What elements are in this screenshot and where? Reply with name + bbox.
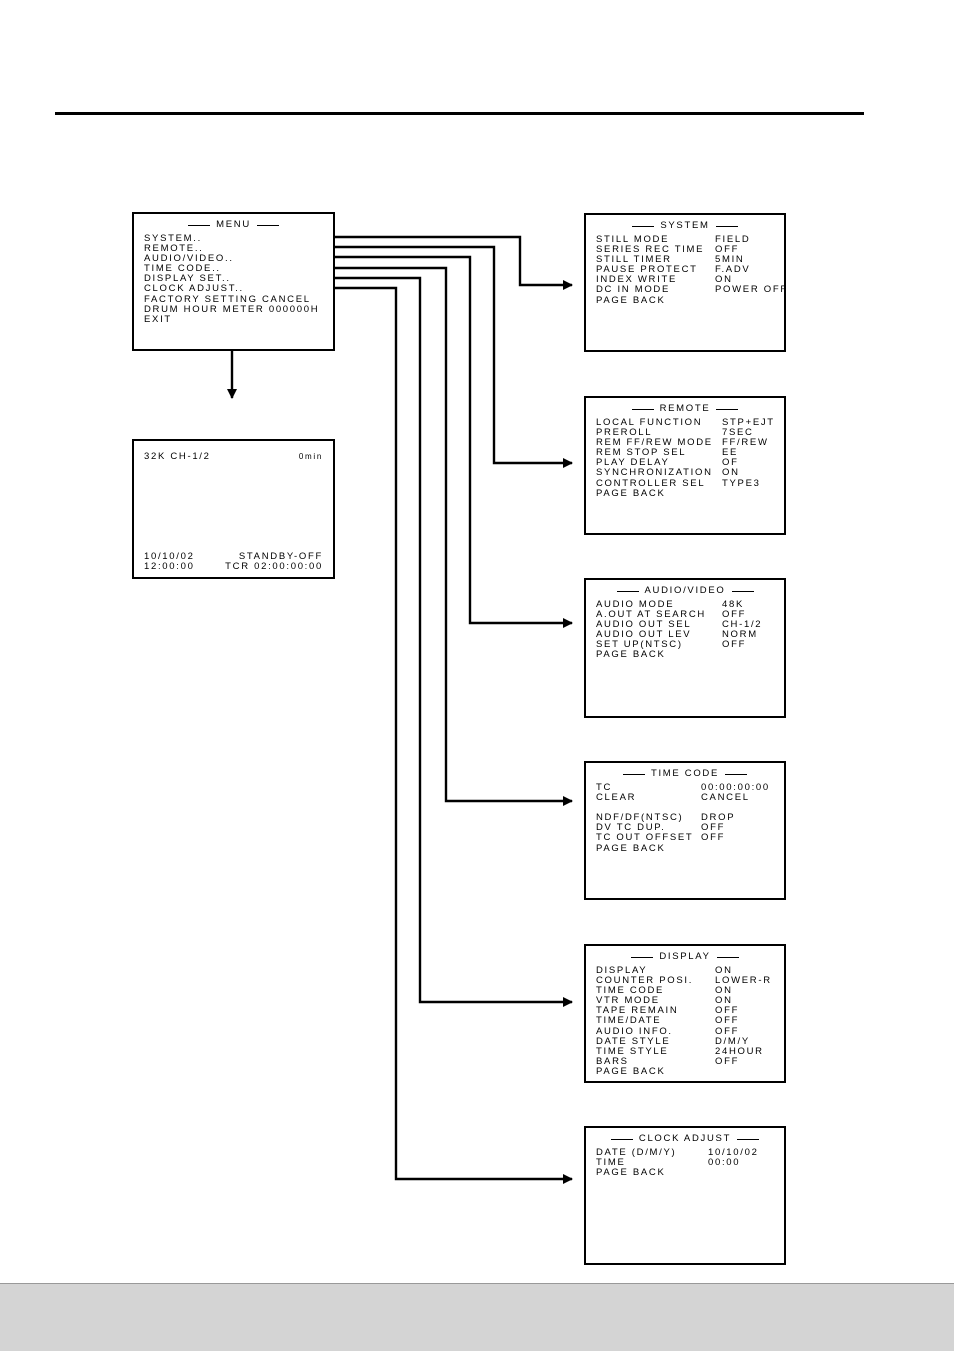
menu-item-exit[interactable]: EXIT (144, 313, 172, 325)
system-row-page-back[interactable]: PAGE BACK (596, 294, 666, 306)
arrow-remote (200, 245, 573, 468)
arrow-system (202, 235, 573, 290)
system-menu-title: SYSTEM (586, 220, 784, 231)
remote-row-page-back[interactable]: PAGE BACK (596, 487, 666, 499)
display-row-counter-posi[interactable]: COUNTER POSI.LOWER-R (596, 975, 772, 987)
menu-item-audio-video[interactable]: AUDIO/VIDEO.. (144, 253, 234, 265)
remote-menu-title: REMOTE (586, 403, 784, 414)
display-row-audio-info[interactable]: AUDIO INFO.OFF (596, 1025, 740, 1037)
status-remain: 0min (298, 452, 323, 461)
av-row-page-back[interactable]: PAGE BACK (596, 649, 666, 661)
clock-row-page-back[interactable]: PAGE BACK (596, 1167, 666, 1179)
display-menu-title: DISPLAY (586, 951, 784, 962)
clock-row-date[interactable]: DATE (D/M/Y)10/10/02 (596, 1147, 759, 1158)
status-date: 10/10/02 (144, 551, 195, 562)
menu-item-factory-setting-cancel[interactable]: FACTORY SETTING CANCEL (144, 293, 311, 305)
status-tcr: TCR 02:00:00:00 (225, 561, 323, 572)
status-audio: 32K CH-1/2 (144, 451, 211, 462)
av-row-set-up-ntsc[interactable]: SET UP(NTSC)OFF (596, 639, 747, 651)
main-menu-screen: MENU SYSTEM.. REMOTE.. AUDIO/VIDEO.. TIM… (132, 212, 335, 351)
time-code-menu-title: TIME CODE (586, 768, 784, 779)
display-row-page-back[interactable]: PAGE BACK (596, 1065, 666, 1077)
status-screen: 32K CH-1/2 0min 10/10/02 STANDBY-OFF 12:… (132, 439, 335, 579)
arrow-audio-video (244, 255, 573, 628)
menu-item-time-code[interactable]: TIME CODE.. (144, 263, 221, 275)
menu-item-display-set[interactable]: DISPLAY SET.. (144, 273, 231, 285)
tc-row-page-back[interactable]: PAGE BACK (596, 842, 666, 854)
arrow-clock-adjust (240, 286, 573, 1184)
arrow-display (236, 276, 573, 1007)
tc-row-ndf-df-ntsc[interactable]: NDF/DF(NTSC)DROP (596, 812, 736, 824)
clock-adjust-menu-title: CLOCK ADJUST (586, 1133, 784, 1144)
menu-item-clock-adjust[interactable]: CLOCK ADJUST.. (144, 283, 244, 295)
audio-video-menu-title: AUDIO/VIDEO (586, 585, 784, 596)
menu-item-drum-hour-meter: DRUM HOUR METER 000000H (144, 303, 320, 315)
menu-title: MENU (134, 219, 333, 230)
menu-item-system[interactable]: SYSTEM.. (144, 233, 202, 244)
status-time: 12:00:00 (144, 561, 195, 572)
status-standby: STANDBY-OFF (238, 551, 323, 562)
menu-item-remote[interactable]: REMOTE.. (144, 243, 204, 255)
top-rule (55, 112, 864, 115)
tc-row-dv-tc-dup[interactable]: DV TC DUP.OFF (596, 822, 726, 834)
footer-band (0, 1283, 954, 1351)
